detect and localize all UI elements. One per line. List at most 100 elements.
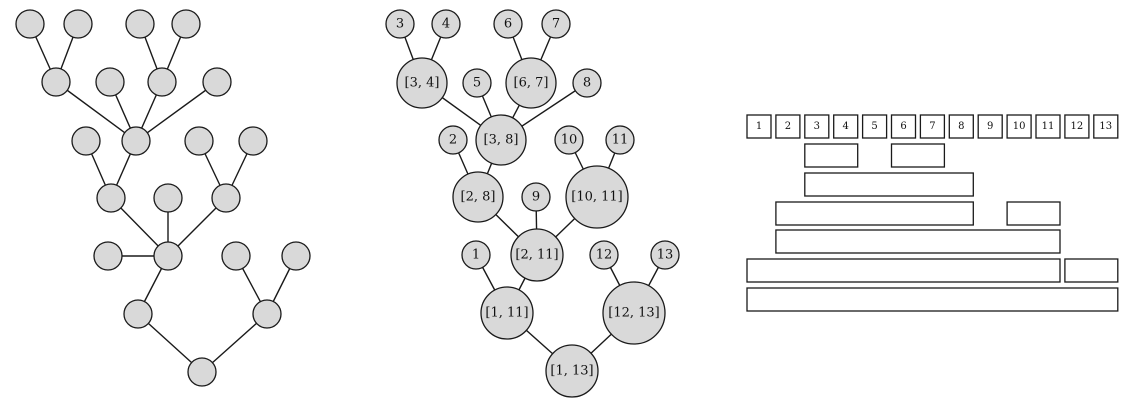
labeled-tree-node: 4 (431, 9, 461, 39)
box-cell: 5 (861, 114, 888, 139)
left-tree-node (211, 183, 241, 213)
left-tree-node (147, 67, 177, 97)
labeled-tree-node-label: [3, 4] (405, 76, 440, 91)
labeled-tree-node: 8 (572, 68, 602, 98)
left-tree-node (93, 241, 123, 271)
labeled-tree-node-label: 1 (472, 248, 480, 263)
box-cell: 11 (1035, 114, 1061, 139)
labeled-tree-node-label: [2, 8] (461, 190, 496, 205)
labeled-tree-node: [10, 11] (565, 165, 629, 229)
labeled-tree-node-label: [1, 11] (485, 306, 528, 321)
left-tree-node (202, 67, 232, 97)
box-cell-label: 10 (1013, 121, 1026, 132)
box-cell: 2 (775, 114, 801, 139)
left-tree-node (238, 126, 268, 156)
box-cell: 6 (890, 114, 917, 139)
left-tree-edge (135, 81, 218, 142)
box-cell: 12 (1064, 114, 1090, 139)
box-cell-label: 2 (785, 121, 791, 132)
labeled-tree-node-label: 6 (504, 17, 512, 32)
labeled-tree-node-label: 7 (552, 17, 560, 32)
labeled-tree-node-label: 4 (442, 17, 450, 32)
interval-box (804, 172, 974, 197)
labeled-tree-node: 9 (521, 182, 551, 212)
labeled-tree-node: [3, 8] (475, 114, 527, 166)
left-tree-node (281, 241, 311, 271)
labeled-tree-node-label: 8 (583, 76, 591, 91)
left-tree-node (71, 126, 101, 156)
left-tree-node (187, 357, 217, 387)
interval-box (746, 258, 1061, 283)
left-tree-edge (55, 81, 137, 142)
interval-box (746, 287, 1119, 312)
interval-box (775, 229, 1061, 254)
labeled-tree-node: [1, 13] (545, 344, 599, 398)
interval-box (804, 143, 859, 168)
box-cell: 4 (833, 114, 859, 139)
labeled-tree-node: [6, 7] (505, 57, 557, 109)
labeled-tree-node-label: [2, 11] (515, 248, 558, 263)
labeled-tree-node: 3 (385, 9, 415, 39)
box-cell-label: 4 (843, 121, 849, 132)
interval-box (1064, 258, 1119, 283)
box-cell-label: 5 (871, 121, 877, 132)
box-cell: 8 (948, 114, 974, 139)
left-tree-node (153, 183, 183, 213)
labeled-tree-node-label: [10, 11] (571, 190, 623, 205)
labeled-tree-node: [2, 11] (510, 228, 564, 282)
left-tree-node (221, 241, 251, 271)
labeled-tree-node: [1, 11] (480, 286, 534, 340)
box-cell-label: 8 (958, 121, 964, 132)
labeled-tree-node: 13 (650, 240, 680, 270)
box-cell-label: 6 (900, 121, 906, 132)
left-tree-node (125, 9, 155, 39)
labeled-tree-node-label: [1, 13] (550, 364, 593, 379)
box-cell-label: 11 (1042, 121, 1055, 132)
box-cell-label: 9 (987, 121, 993, 132)
labeled-tree-node-label: 3 (396, 17, 404, 32)
interval-box (1006, 201, 1061, 226)
box-cell: 13 (1093, 114, 1119, 139)
left-tree (15, 9, 311, 387)
left-tree-node (41, 67, 71, 97)
labeled-tree-node: 1 (461, 240, 491, 270)
box-cell: 10 (1006, 114, 1032, 139)
labeled-tree-node: 5 (462, 68, 492, 98)
box-cell: 9 (977, 114, 1003, 139)
labeled-tree-node-label: 9 (532, 190, 540, 205)
left-tree-node (95, 67, 125, 97)
box-cell-label: 7 (929, 121, 935, 132)
labeled-tree-node: 10 (554, 125, 584, 155)
labeled-tree-node: 6 (493, 9, 523, 39)
left-tree-node (15, 9, 45, 39)
labeled-tree-node: [2, 8] (452, 171, 504, 223)
labeled-tree-node-label: 10 (561, 133, 578, 148)
labeled-tree-node-label: 12 (596, 248, 613, 263)
labeled-tree-node: 7 (541, 9, 571, 39)
labeled-tree-node: [3, 4] (396, 57, 448, 109)
labeled-tree-node-label: [6, 7] (514, 76, 549, 91)
labeled-tree-node-label: [12, 13] (608, 306, 660, 321)
box-cell-label: 12 (1071, 121, 1084, 132)
labeled-tree-node: 12 (589, 240, 619, 270)
labeled-tree: 3 4 6 7 [3, 4] 5 [6, 7] 8 [3, 8] 2 10 11 [2, 8] 9 [10,… (385, 9, 680, 398)
box-cell-label: 3 (814, 121, 820, 132)
left-tree-node (184, 126, 214, 156)
labeled-tree-node-label: 5 (473, 76, 481, 91)
left-tree-node (63, 9, 93, 39)
labeled-tree-node-label: 13 (657, 248, 674, 263)
interval-box (890, 143, 946, 168)
labeled-tree-node-label: 2 (449, 133, 457, 148)
left-tree-node (121, 126, 151, 156)
box-cell: 7 (919, 114, 946, 139)
left-tree-node (123, 299, 153, 329)
box-cell-label: 13 (1099, 121, 1112, 132)
interval-box (775, 201, 974, 226)
box-cell: 1 (746, 114, 772, 139)
box-cell: 3 (804, 114, 830, 139)
left-tree-node (252, 299, 282, 329)
left-tree-node (96, 183, 126, 213)
labeled-tree-node-label: 11 (612, 133, 629, 148)
